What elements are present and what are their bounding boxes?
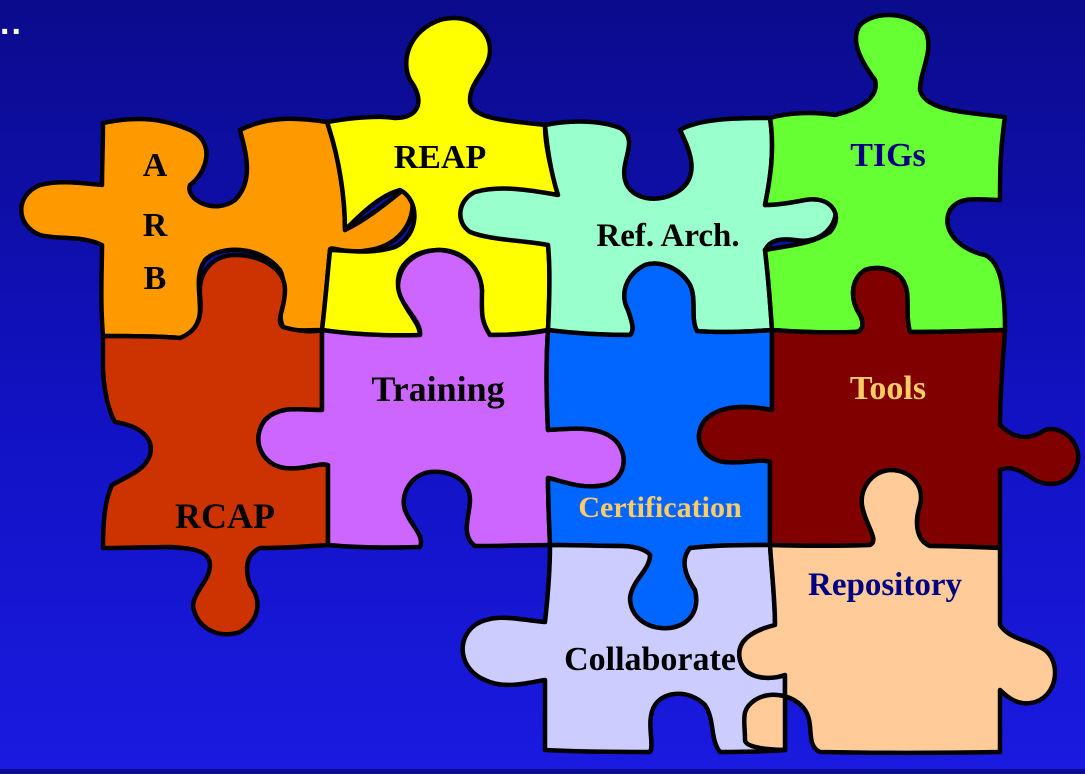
- piece-label-training: Training: [371, 369, 504, 409]
- piece-tools: [696, 265, 1081, 551]
- piece-label-arb-r: R: [143, 207, 168, 244]
- piece-label-ref-arch: Ref. Arch.: [596, 218, 739, 254]
- piece-label-tools: Tools: [850, 370, 926, 407]
- piece-repository: [737, 467, 1058, 755]
- piece-label-repository: Repository: [808, 567, 962, 603]
- piece-label-rcap: RCAP: [175, 496, 275, 536]
- piece-label-reap: REAP: [394, 139, 487, 176]
- piece-label-arb-b: B: [144, 260, 167, 297]
- piece-label-tigs: TIGs: [850, 137, 926, 174]
- corner-ellipsis: ..: [0, 4, 23, 42]
- piece-label-arb-a: A: [143, 147, 168, 184]
- piece-label-certification: Certification: [578, 491, 742, 524]
- piece-label-collaborate: Collaborate: [564, 641, 736, 678]
